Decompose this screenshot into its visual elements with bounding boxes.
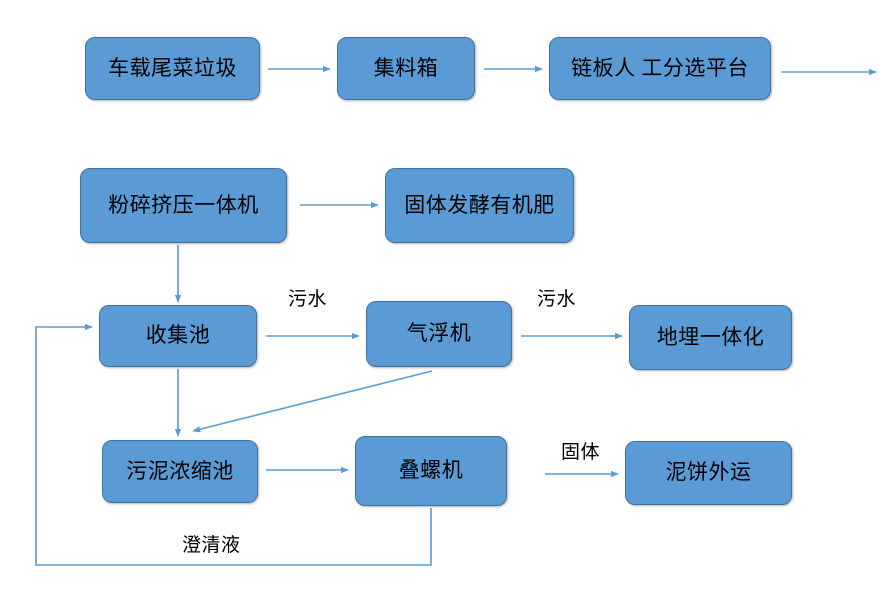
edge-label-clarified-liquid: 澄清液 (182, 535, 241, 556)
node-sludge-thickening-tank[interactable]: 污泥浓缩池 (102, 440, 258, 503)
node-collection-pool[interactable]: 收集池 (99, 305, 257, 367)
node-vehicle-vegetable-waste[interactable]: 车载尾菜垃圾 (85, 37, 260, 100)
node-solid-fermentation-organic-fertilizer[interactable]: 固体发酵有机肥 (385, 168, 574, 243)
node-crushing-extrusion-machine[interactable]: 粉碎挤压一体机 (80, 168, 287, 243)
node-screw-press[interactable]: 叠螺机 (355, 436, 507, 506)
edge-n7-n9 (192, 370, 433, 433)
edge-label-solid: 固体 (561, 442, 601, 463)
node-chain-plate-manual-sorting-platform[interactable]: 链板人 工分选平台 (549, 37, 771, 100)
node-air-flotation-machine[interactable]: 气浮机 (366, 301, 512, 367)
edge-label-wastewater-2: 污水 (537, 289, 577, 310)
node-collection-bin[interactable]: 集料箱 (337, 37, 475, 100)
node-buried-integrated-unit[interactable]: 地埋一体化 (629, 305, 792, 370)
node-mud-cake-transport[interactable]: 泥饼外运 (625, 441, 792, 505)
edge-label-wastewater-1: 污水 (288, 289, 328, 310)
